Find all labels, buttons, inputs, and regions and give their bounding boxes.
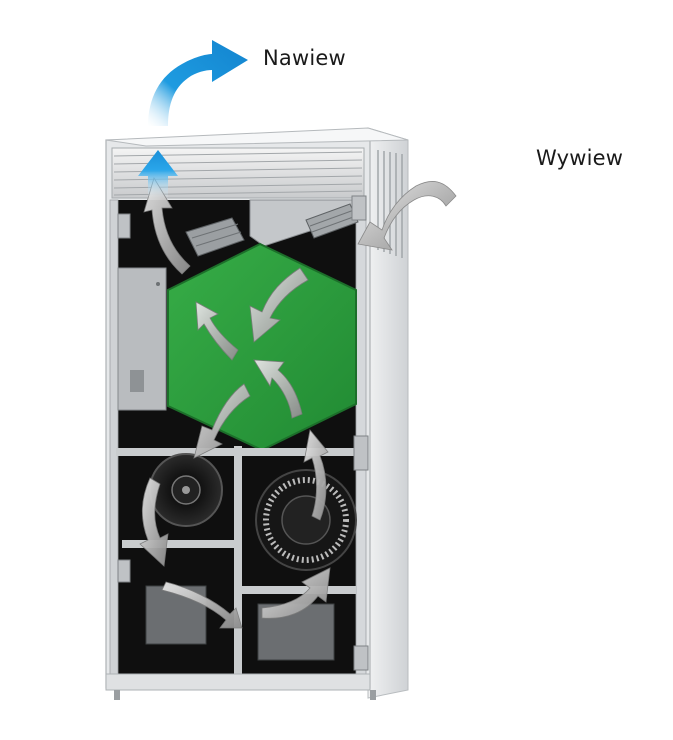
supply-arrow-inner: [138, 150, 178, 200]
housing-top: [105, 127, 409, 147]
exhaust-label: Wywiew: [536, 146, 624, 170]
housing-base: [105, 673, 371, 691]
latch-middle: [353, 435, 369, 471]
latch-left-top: [117, 213, 131, 239]
supply-arrow: [148, 40, 248, 126]
internal-flow-arrows: [139, 177, 331, 629]
center-divider: [234, 446, 242, 674]
control-box-handle: [130, 370, 144, 392]
lower-shelf-right: [242, 586, 356, 594]
upper-filter-left: [185, 217, 245, 257]
latch-top: [351, 195, 367, 221]
lower-shelf-left: [122, 540, 234, 548]
control-box-screw: [156, 282, 160, 286]
latch-left-bottom: [117, 559, 131, 583]
left-fan: [149, 453, 223, 527]
latch-bottom: [353, 645, 369, 671]
upper-filter-right: [305, 203, 359, 239]
supply-label: Nawiew: [263, 46, 346, 70]
exhaust-arrow: [357, 181, 457, 251]
left-rail: [109, 199, 119, 679]
foot-left: [114, 690, 120, 700]
foot-right: [370, 690, 376, 700]
right-fan: [255, 469, 357, 571]
